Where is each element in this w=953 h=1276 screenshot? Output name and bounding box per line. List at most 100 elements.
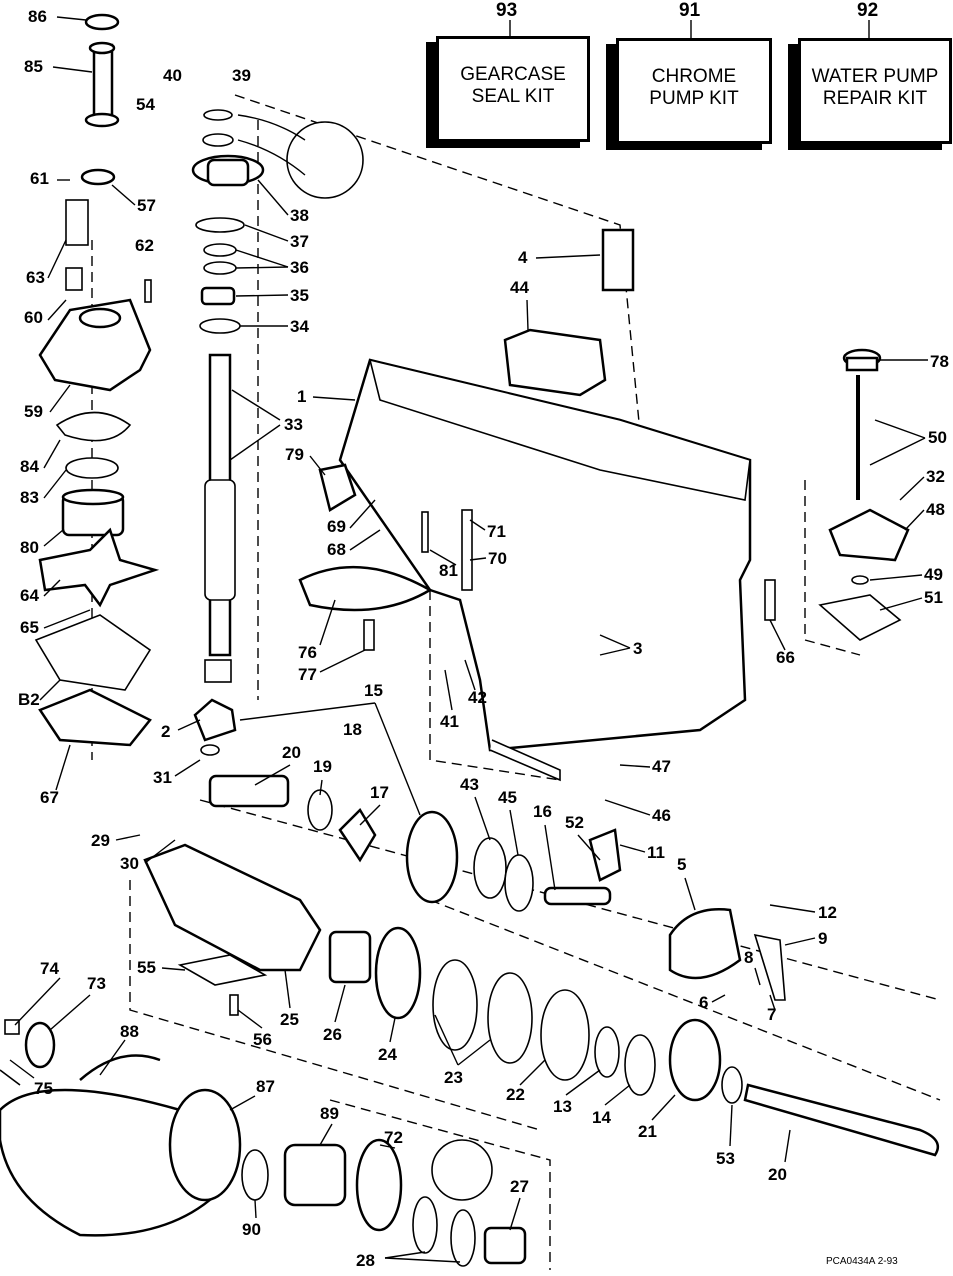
callout-74: 74 (40, 959, 59, 978)
callout-53: 53 (716, 1149, 735, 1168)
callout-12: 12 (818, 903, 837, 922)
callout-86: 86 (28, 7, 47, 26)
callout-b2: B2 (18, 690, 40, 709)
callout-24: 24 (378, 1045, 397, 1064)
callout-47: 47 (652, 757, 671, 776)
callout-80: 80 (20, 538, 39, 557)
callout-65: 65 (20, 618, 39, 637)
kit-line2: REPAIR KIT (822, 88, 928, 109)
callout-29: 29 (91, 831, 110, 850)
callout-45: 45 (498, 788, 517, 807)
water-pump-repair-kit-box: WATER PUMP REPAIR KIT (798, 38, 952, 144)
callout-85: 85 (24, 57, 43, 76)
callout-62: 62 (135, 236, 154, 255)
callout-28: 28 (356, 1251, 375, 1270)
callout-14: 14 (592, 1108, 611, 1127)
callout-40: 40 (163, 66, 182, 85)
callout-67: 67 (40, 788, 59, 807)
callout-90: 90 (242, 1220, 261, 1239)
callout-9: 9 (818, 929, 827, 948)
callout-27: 27 (510, 1177, 529, 1196)
callout-61: 61 (30, 169, 49, 188)
kit-line2: PUMP KIT (649, 88, 739, 109)
callout-54: 54 (136, 95, 155, 114)
kit-line1: GEARCASE (460, 64, 566, 85)
callout-78: 78 (930, 352, 949, 371)
kit-number-93: 93 (496, 0, 518, 21)
callout-84: 84 (20, 457, 39, 476)
callout-50: 50 (928, 428, 947, 447)
callout-88: 88 (120, 1022, 139, 1041)
callout-7: 7 (767, 1005, 776, 1024)
callout-56: 56 (253, 1030, 272, 1049)
callout-70: 70 (488, 549, 507, 568)
callout-43: 43 (460, 775, 479, 794)
callout-2: 2 (161, 722, 170, 741)
callout-17: 17 (370, 783, 389, 802)
callout-32: 32 (926, 467, 945, 486)
callout-8: 8 (744, 948, 753, 967)
callout-6: 6 (699, 993, 708, 1012)
callout-11: 11 (647, 843, 665, 862)
callout-13: 13 (553, 1097, 572, 1116)
callout-31: 31 (153, 768, 172, 787)
callout-41: 41 (440, 712, 459, 731)
kit-number-92: 92 (857, 0, 879, 21)
kit-line1: CHROME (651, 66, 737, 87)
callout-3: 3 (633, 639, 642, 658)
callout-23: 23 (444, 1068, 463, 1087)
kit-line2: SEAL KIT (471, 86, 555, 107)
callout-79: 79 (285, 445, 304, 464)
callout-19: 19 (313, 757, 332, 776)
callout-51: 51 (924, 588, 943, 607)
callout-83: 83 (20, 488, 39, 507)
callout-87: 87 (256, 1077, 275, 1096)
callout-71: 71 (487, 522, 506, 541)
kit-number-91: 91 (679, 0, 701, 21)
callout-20-upper: 20 (282, 743, 301, 762)
callout-26: 26 (323, 1025, 342, 1044)
callout-81: 81 (439, 561, 458, 580)
callout-48: 48 (926, 500, 945, 519)
callout-69: 69 (327, 517, 346, 536)
callout-52: 52 (565, 813, 584, 832)
callout-39: 39 (232, 66, 251, 85)
chrome-pump-kit-box: CHROME PUMP KIT (616, 38, 772, 144)
callout-63: 63 (26, 268, 45, 287)
callout-49: 49 (924, 565, 943, 584)
callout-46: 46 (652, 806, 671, 825)
callout-5: 5 (677, 855, 686, 874)
callout-44: 44 (510, 278, 529, 297)
callout-59: 59 (24, 402, 43, 421)
callout-35: 35 (290, 286, 309, 305)
callout-76: 76 (298, 643, 317, 662)
kit-line1: WATER PUMP (811, 66, 939, 87)
callout-72: 72 (384, 1128, 403, 1147)
callout-20-lower: 20 (768, 1165, 787, 1184)
callout-57: 57 (137, 196, 156, 215)
gearcase-seal-kit-box: GEARCASE SEAL KIT (436, 36, 590, 142)
callout-15: 15 (364, 681, 383, 700)
callout-30: 30 (120, 854, 139, 873)
callout-1: 1 (297, 387, 306, 406)
callout-4: 4 (518, 248, 528, 267)
callout-33: 33 (284, 415, 303, 434)
callout-18: 18 (343, 720, 362, 739)
callout-73: 73 (87, 974, 106, 993)
callout-34: 34 (290, 317, 309, 336)
callout-68: 68 (327, 540, 346, 559)
callout-42: 42 (468, 688, 487, 707)
callout-60: 60 (24, 308, 43, 327)
callout-16: 16 (533, 802, 552, 821)
callout-25: 25 (280, 1010, 299, 1029)
drawing-reference-caption: PCA0434A 2-93 (826, 1256, 898, 1267)
callout-22: 22 (506, 1085, 525, 1104)
callout-89: 89 (320, 1104, 339, 1123)
callout-64: 64 (20, 586, 39, 605)
callout-77: 77 (298, 665, 317, 684)
callout-labels: 86 85 40 39 54 61 57 62 63 60 59 84 83 8… (18, 7, 949, 1270)
callout-55: 55 (137, 958, 156, 977)
callout-38: 38 (290, 206, 309, 225)
callout-66: 66 (776, 648, 795, 667)
